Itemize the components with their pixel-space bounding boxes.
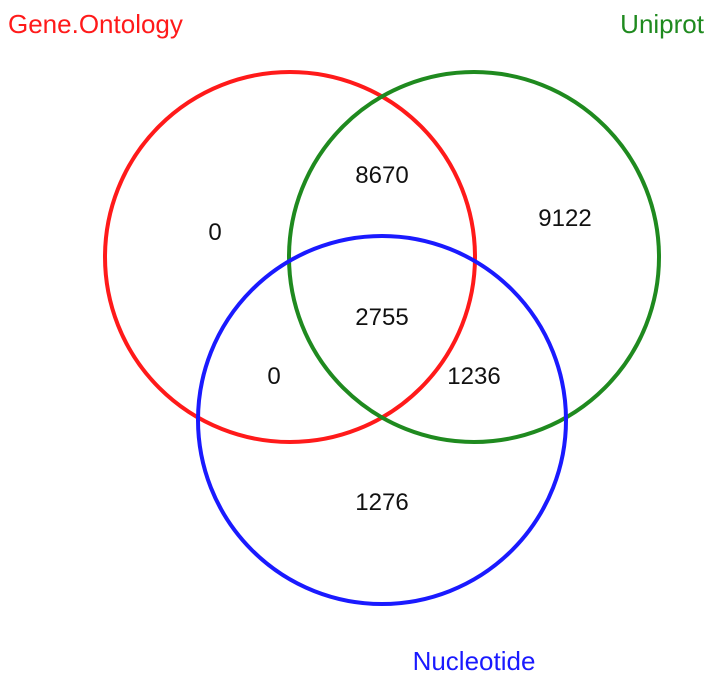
gene-ontology-circle (103, 70, 477, 444)
uniprot-nucleotide-count: 1236 (447, 363, 500, 390)
go-only-count: 0 (208, 219, 221, 246)
nucleotide-only-count: 1276 (355, 489, 408, 516)
uniprot-circle (287, 70, 661, 444)
nucleotide-label: Nucleotide (413, 646, 536, 676)
uniprot-label: Uniprot (620, 9, 705, 39)
nucleotide-circle (196, 234, 568, 606)
gene-ontology-label: Gene.Ontology (8, 9, 183, 39)
go-nucleotide-count: 0 (267, 363, 280, 390)
all-three-count: 2755 (355, 304, 408, 331)
uniprot-only-count: 9122 (538, 205, 591, 232)
go-uniprot-count: 8670 (355, 162, 408, 189)
